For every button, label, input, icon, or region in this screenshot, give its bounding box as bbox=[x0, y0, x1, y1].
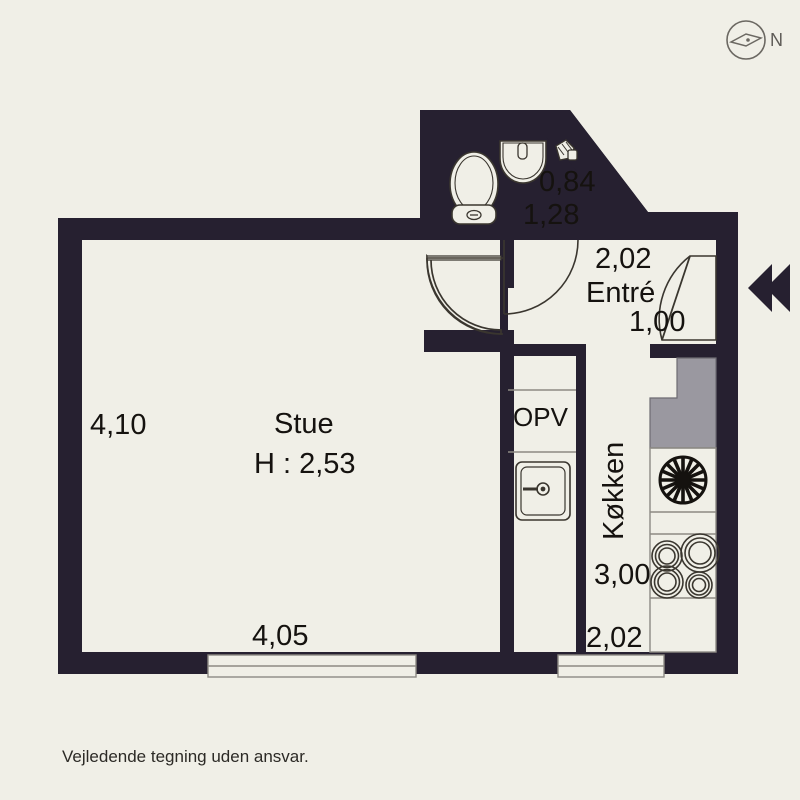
door-swing-icon-stue bbox=[426, 253, 502, 335]
entre-top-wall bbox=[578, 212, 738, 240]
kokken-room-name: Køkken bbox=[598, 441, 630, 540]
door-swing-arc-bath bbox=[503, 239, 579, 315]
door-swing-group bbox=[426, 239, 717, 341]
cooktop-four-burner-icon bbox=[650, 533, 720, 599]
entry-door-leaf bbox=[661, 255, 691, 341]
door-swing-arc-stue bbox=[426, 257, 504, 335]
kitchen-sink-icon bbox=[515, 461, 571, 521]
entry-arrow-icon bbox=[748, 264, 790, 312]
compass-circle bbox=[726, 20, 766, 60]
stue-door-jamb-top bbox=[500, 262, 514, 288]
counter-outline bbox=[649, 447, 717, 653]
shower-head-icon bbox=[555, 139, 578, 161]
stue-dim-left: 4,10 bbox=[90, 409, 147, 441]
stue-dim-bottom: 4,05 bbox=[252, 620, 309, 652]
bathroom-wall-mass bbox=[420, 110, 648, 240]
entre-room-name: Entré bbox=[586, 277, 656, 309]
left-exterior-wall bbox=[58, 218, 82, 674]
entre-dim-top: 2,02 bbox=[595, 243, 652, 275]
stue-kokken-partition bbox=[500, 344, 514, 654]
compass-rose bbox=[726, 20, 766, 60]
kokken-dim-right: 3,00 bbox=[594, 559, 651, 591]
kitchen-appliances bbox=[649, 357, 720, 653]
stue-ceiling-height: H : 2,53 bbox=[254, 448, 356, 480]
entre-dim-bottom: 1,00 bbox=[629, 306, 686, 338]
entre-right-lower-wall bbox=[700, 344, 720, 358]
bathroom-fixtures bbox=[449, 139, 578, 225]
burner-medium-bl bbox=[650, 565, 684, 599]
kokken-dim-bottom: 2,02 bbox=[586, 622, 643, 654]
burner-small-br bbox=[685, 571, 713, 599]
opv-kokken-divider bbox=[576, 344, 586, 654]
extractor-fan-icon bbox=[658, 455, 708, 505]
toilet-icon bbox=[449, 151, 499, 225]
bath-dim-depth: 1,28 bbox=[523, 199, 580, 231]
bath-dim-width: 0,84 bbox=[539, 166, 596, 198]
washbasin-icon bbox=[499, 140, 547, 184]
compass-north-label: N bbox=[770, 30, 783, 50]
right-exterior-wall bbox=[716, 212, 738, 672]
stue-door-stub-left bbox=[424, 330, 514, 352]
compass-center-dot bbox=[746, 38, 750, 42]
opv-top-wall bbox=[508, 344, 586, 356]
top-exterior-wall-stue bbox=[58, 218, 444, 240]
window-group bbox=[207, 654, 665, 678]
compass-needle-icon bbox=[728, 33, 764, 47]
disclaimer-text: Vejledende tegning uden ansvar. bbox=[62, 747, 309, 766]
stue-room-name: Stue bbox=[274, 408, 334, 440]
opv-label: OPV bbox=[513, 402, 568, 432]
